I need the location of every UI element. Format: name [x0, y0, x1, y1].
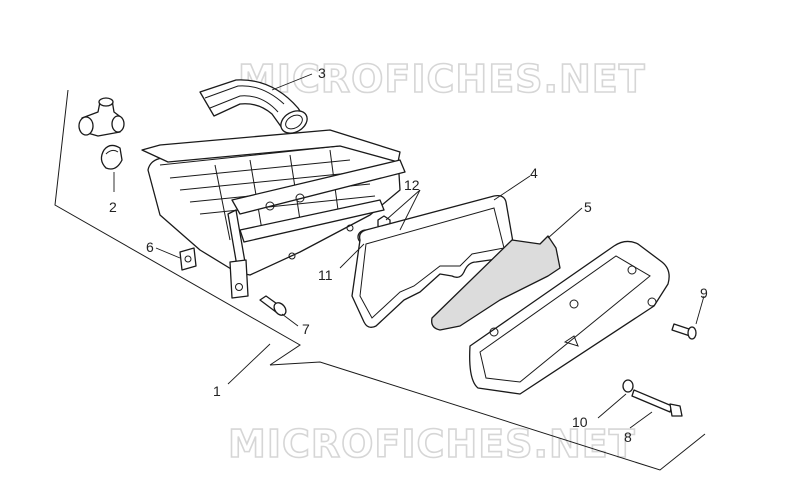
gasket	[351, 194, 515, 328]
callout-9: 9	[700, 285, 708, 301]
watermark-top: MICROFICHES.NET	[238, 57, 646, 101]
callout-11: 11	[318, 267, 333, 283]
callout-6: 6	[146, 239, 154, 255]
callout-12: 12	[404, 177, 420, 193]
leader-lines	[113, 73, 705, 429]
washer-10	[622, 379, 634, 393]
elbow-fitting	[78, 97, 125, 137]
assembly-frame-outline	[54, 89, 706, 471]
callout-10: 10	[572, 414, 588, 430]
callout-7: 7	[302, 321, 310, 337]
air-box-housing	[141, 129, 406, 299]
callout-2: 2	[109, 199, 117, 215]
filter-element	[431, 235, 561, 331]
hose-clamp	[100, 144, 123, 170]
screw-right	[671, 323, 697, 340]
air-box-cover	[469, 240, 670, 395]
callout-4: 4	[530, 165, 538, 181]
square-nut	[179, 247, 197, 271]
callout-labels: 3 2 4 5 6 7 9 8 10 11 12 1	[109, 65, 708, 445]
callout-8: 8	[624, 429, 632, 445]
callout-1: 1	[213, 383, 221, 399]
intake-duct	[199, 79, 308, 134]
watermark-bottom: MICROFICHES.NET	[228, 422, 636, 466]
callout-5: 5	[584, 199, 592, 215]
bolt-8	[631, 389, 683, 417]
callout-3: 3	[318, 65, 326, 81]
screw-left	[259, 295, 287, 316]
